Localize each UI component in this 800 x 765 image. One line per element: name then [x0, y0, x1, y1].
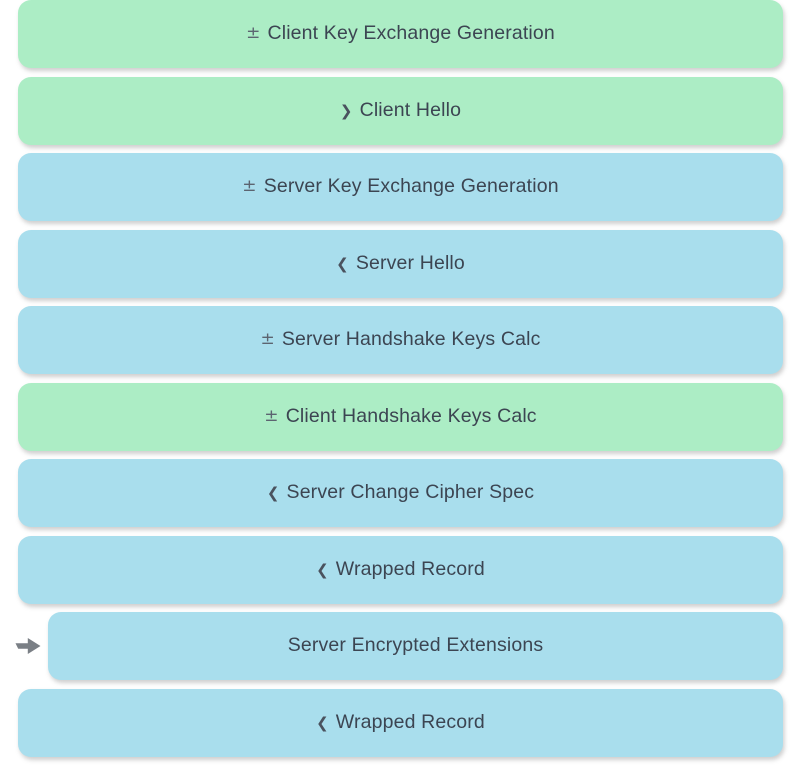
handshake-step-wrapped-record-1[interactable]: ❮ Wrapped Record: [18, 535, 783, 604]
handshake-row: ❮ Wrapped Record: [0, 688, 800, 757]
handshake-step-label: ❯ Client Hello: [339, 98, 462, 121]
chevron-left-icon: ❮: [316, 713, 329, 732]
handshake-row: ❮ Server Change Cipher Spec: [0, 459, 800, 527]
arrow-right-icon: [14, 635, 44, 657]
handshake-step-label: ± Client Handshake Keys Calc: [264, 404, 537, 427]
handshake-step-text: Client Key Exchange Generation: [267, 22, 555, 45]
plus-minus-icon: ±: [260, 329, 275, 350]
handshake-step-text: Server Key Exchange Generation: [263, 175, 559, 198]
handshake-step-text: Server Hello: [355, 251, 465, 274]
handshake-row: ± Client Key Exchange Generation: [0, 0, 800, 68]
handshake-step-text: Client Hello: [359, 98, 462, 121]
handshake-step-server-handshake-keys-calc[interactable]: ± Server Handshake Keys Calc: [18, 306, 783, 374]
handshake-row: Server Encrypted Extensions: [0, 612, 800, 680]
handshake-step-label: ❮ Wrapped Record: [316, 710, 485, 733]
chevron-left-icon: ❮: [266, 484, 280, 503]
handshake-step-label: ❮ Wrapped Record: [316, 557, 485, 580]
plus-minus-icon: ±: [246, 23, 261, 44]
plus-minus-icon: ±: [264, 405, 279, 426]
handshake-row: ❯ Client Hello: [0, 76, 800, 145]
handshake-step-text: Client Handshake Keys Calc: [285, 404, 537, 427]
handshake-step-text: Server Handshake Keys Calc: [281, 328, 541, 351]
handshake-step-client-handshake-keys-calc[interactable]: ± Client Handshake Keys Calc: [18, 382, 783, 451]
plus-minus-icon: ±: [242, 176, 257, 197]
handshake-step-client-hello[interactable]: ❯ Client Hello: [18, 76, 783, 145]
handshake-step-label: ❮ Server Change Cipher Spec: [267, 483, 534, 503]
handshake-step-client-key-exchange-generation[interactable]: ± Client Key Exchange Generation: [18, 0, 783, 68]
handshake-step-label: Server Encrypted Extensions: [288, 636, 544, 656]
handshake-step-text: Server Encrypted Extensions: [287, 634, 544, 657]
handshake-step-label: ❮ Server Hello: [336, 251, 465, 274]
handshake-step-server-hello[interactable]: ❮ Server Hello: [18, 229, 783, 298]
handshake-step-server-key-exchange-generation[interactable]: ± Server Key Exchange Generation: [18, 153, 783, 221]
handshake-row: ❮ Wrapped Record: [0, 535, 800, 604]
handshake-step-server-change-cipher-spec[interactable]: ❮ Server Change Cipher Spec: [18, 459, 783, 527]
chevron-left-icon: ❮: [316, 560, 329, 579]
handshake-step-text: Wrapped Record: [335, 557, 485, 580]
handshake-step-text: Wrapped Record: [335, 710, 485, 733]
chevron-left-icon: ❮: [336, 254, 349, 273]
handshake-step-label: ± Client Key Exchange Generation: [246, 24, 555, 44]
handshake-row: ❮ Server Hello: [0, 229, 800, 298]
handshake-row: ± Server Handshake Keys Calc: [0, 306, 800, 374]
handshake-step-server-encrypted-extensions[interactable]: Server Encrypted Extensions: [48, 612, 783, 680]
handshake-step-text: Server Change Cipher Spec: [286, 481, 535, 504]
handshake-step-wrapped-record-2[interactable]: ❮ Wrapped Record: [18, 688, 783, 757]
handshake-step-label: ± Server Key Exchange Generation: [242, 177, 558, 197]
handshake-row: ± Server Key Exchange Generation: [0, 153, 800, 221]
chevron-right-icon: ❯: [339, 101, 353, 120]
handshake-row: ± Client Handshake Keys Calc: [0, 382, 800, 451]
handshake-step-label: ± Server Handshake Keys Calc: [260, 330, 540, 350]
